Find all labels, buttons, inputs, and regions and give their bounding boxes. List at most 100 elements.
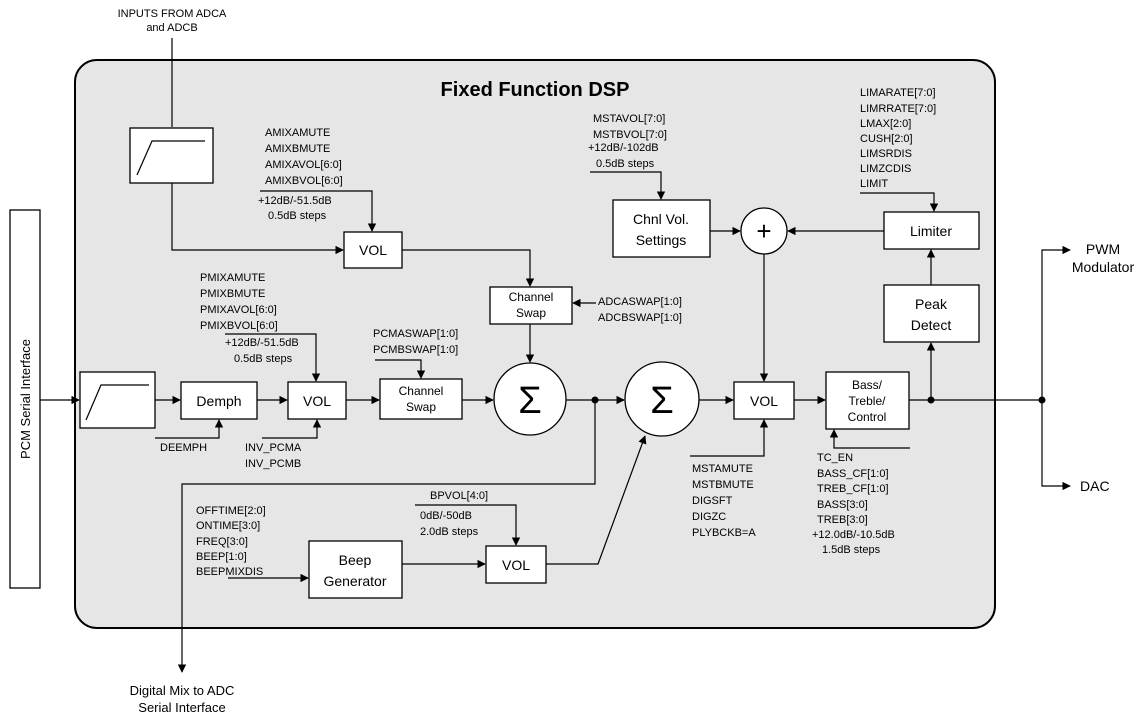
pcm-channel-swap-block [379, 378, 463, 420]
pmix-line2: PMIXBMUTE [200, 288, 265, 300]
amix-line2: AMIXBMUTE [265, 143, 330, 155]
pwm-label-line1: PWM [1086, 241, 1120, 257]
lim-line5: LIMSRDIS [860, 148, 912, 160]
conn-adcvol-to-swap [402, 249, 535, 287]
conn-to-dac [1041, 400, 1071, 491]
peak-detect-block [883, 284, 980, 343]
tone-control-line1: Bass/ [852, 378, 883, 392]
tone-line5: TREB[3:0] [817, 514, 868, 526]
demph-label: Demph [196, 393, 241, 409]
inputs-label-line1: INPUTS FROM ADCA [118, 8, 227, 20]
mstmute-line1: MSTAMUTE [692, 463, 753, 475]
peak-detect-line2: Detect [911, 317, 952, 333]
adc-mix-vol-label: VOL [359, 242, 387, 258]
lim-line4: CUSH[2:0] [860, 133, 913, 145]
adc-swap-line2: ADCBSWAP[1:0] [598, 312, 682, 324]
pcm-vol-label: VOL [303, 393, 331, 409]
pwm-label-line2: Modulator [1072, 259, 1135, 275]
chnl-vol-line2: Settings [636, 232, 687, 248]
summer-2 [624, 361, 700, 437]
adc-channel-swap-line1: Channel [509, 290, 554, 304]
tone-line2: BASS_CF[1:0] [817, 468, 889, 480]
amix-range-line1: +12dB/-51.5dB [258, 195, 332, 207]
pmix-line1: PMIXAMUTE [200, 272, 265, 284]
digital-mix-label-line1: Digital Mix to ADC [130, 683, 235, 698]
master-vol-label: VOL [750, 393, 778, 409]
amix-line3: AMIXAVOL[6:0] [265, 159, 342, 171]
mstvol-line1: MSTAVOL[7:0] [593, 113, 665, 125]
bpvol-leader [415, 504, 521, 546]
beep-generator-block [308, 540, 403, 599]
beep-vol-label: VOL [502, 557, 530, 573]
amix-line1: AMIXAMUTE [265, 127, 330, 139]
limiter-label: Limiter [910, 223, 952, 239]
tone-line4: BASS[3:0] [817, 499, 868, 511]
tone-leader [829, 429, 910, 449]
tone-line3: TREB_CF[1:0] [817, 483, 889, 495]
conn-beepvol-to-sum2 [546, 435, 647, 565]
mstvol-leader [590, 171, 666, 200]
summer-1-symbol: Σ [518, 380, 542, 422]
deemph-leader [155, 419, 224, 439]
chnl-vol-line1: Chnl Vol. [633, 211, 689, 227]
lim-line2: LIMRRATE[7:0] [860, 103, 936, 115]
conn-digital-mix-out [177, 400, 596, 673]
conn-to-pwm [1041, 245, 1071, 400]
mstvol-line2: MSTBVOL[7:0] [593, 129, 667, 141]
chnl-vol-settings-block [612, 199, 711, 258]
pmix-line4: PMIXBVOL[6:0] [200, 320, 278, 332]
beepctrl-line3: FREQ[3:0] [196, 536, 248, 548]
adc-swap-line1: ADCASWAP[1:0] [598, 296, 682, 308]
demph-block [180, 381, 258, 420]
beep-generator-line1: Beep [339, 552, 372, 568]
mstvol-line3: +12dB/-102dB [588, 142, 659, 154]
limiter-adder-symbol: + [756, 216, 771, 246]
mstmute-line4: DIGZC [692, 511, 726, 523]
pmix-range-line1: +12dB/-51.5dB [225, 337, 299, 349]
pcm-channel-swap-line1: Channel [399, 384, 444, 398]
pmix-leader [225, 333, 321, 382]
inv-pcm-line1: INV_PCMA [245, 442, 302, 454]
dac-label: DAC [1080, 478, 1110, 494]
digital-mix-label-line2: Serial Interface [138, 700, 225, 715]
beepctrl-line5: BEEPMIXDIS [196, 566, 263, 578]
inputs-label-line2: and ADCB [146, 22, 197, 34]
pcm-filter-icon [85, 384, 149, 421]
lim-line6: LIMZCDIS [860, 163, 911, 175]
inv-pcm-leader [262, 419, 322, 439]
lim-line3: LMAX[2:0] [860, 118, 911, 130]
master-vol-block [733, 381, 795, 420]
tone-control-line3: Control [848, 410, 887, 424]
pcm-serial-interface-bar [9, 209, 41, 589]
amix-leader [260, 190, 377, 232]
mstvol-line4: 0.5dB steps [596, 158, 655, 170]
pcm-swap-line1: PCMASWAP[1:0] [373, 328, 458, 340]
dsp-title: Fixed Function DSP [441, 79, 630, 101]
mstmute-leader [690, 419, 769, 457]
adc-channel-swap-line2: Swap [516, 306, 546, 320]
bpvol-range-line2: 2.0dB steps [420, 526, 479, 538]
lim-line1: LIMARATE[7:0] [860, 87, 936, 99]
pmix-line3: PMIXAVOL[6:0] [200, 304, 277, 316]
tone-line6: +12.0dB/-10.5dB [812, 529, 895, 541]
adc-channel-swap-block [489, 286, 573, 325]
pcm-channel-swap-line2: Swap [406, 400, 436, 414]
pmix-range-line2: 0.5dB steps [234, 353, 293, 365]
summer-1 [493, 362, 567, 436]
pcm-serial-interface-label: PCM Serial Interface [18, 339, 33, 459]
amix-line4: AMIXBVOL[6:0] [265, 175, 343, 187]
tone-line7: 1.5dB steps [822, 544, 881, 556]
dsp-container [74, 59, 996, 629]
peak-detect-line1: Peak [915, 296, 948, 312]
summer-2-symbol: Σ [650, 380, 674, 422]
mstmute-line3: DIGSFT [692, 495, 733, 507]
pcm-filter-block [79, 371, 156, 429]
limiter-block [883, 211, 980, 250]
amix-range-line2: 0.5dB steps [268, 210, 327, 222]
bpvol-label: BPVOL[4:0] [430, 490, 488, 502]
bpvol-range-line1: 0dB/-50dB [420, 510, 472, 522]
mstmute-line5: PLYBCKB=A [692, 527, 756, 539]
deemph-label: DEEMPH [160, 442, 207, 454]
pcm-swap-leader [375, 359, 426, 379]
